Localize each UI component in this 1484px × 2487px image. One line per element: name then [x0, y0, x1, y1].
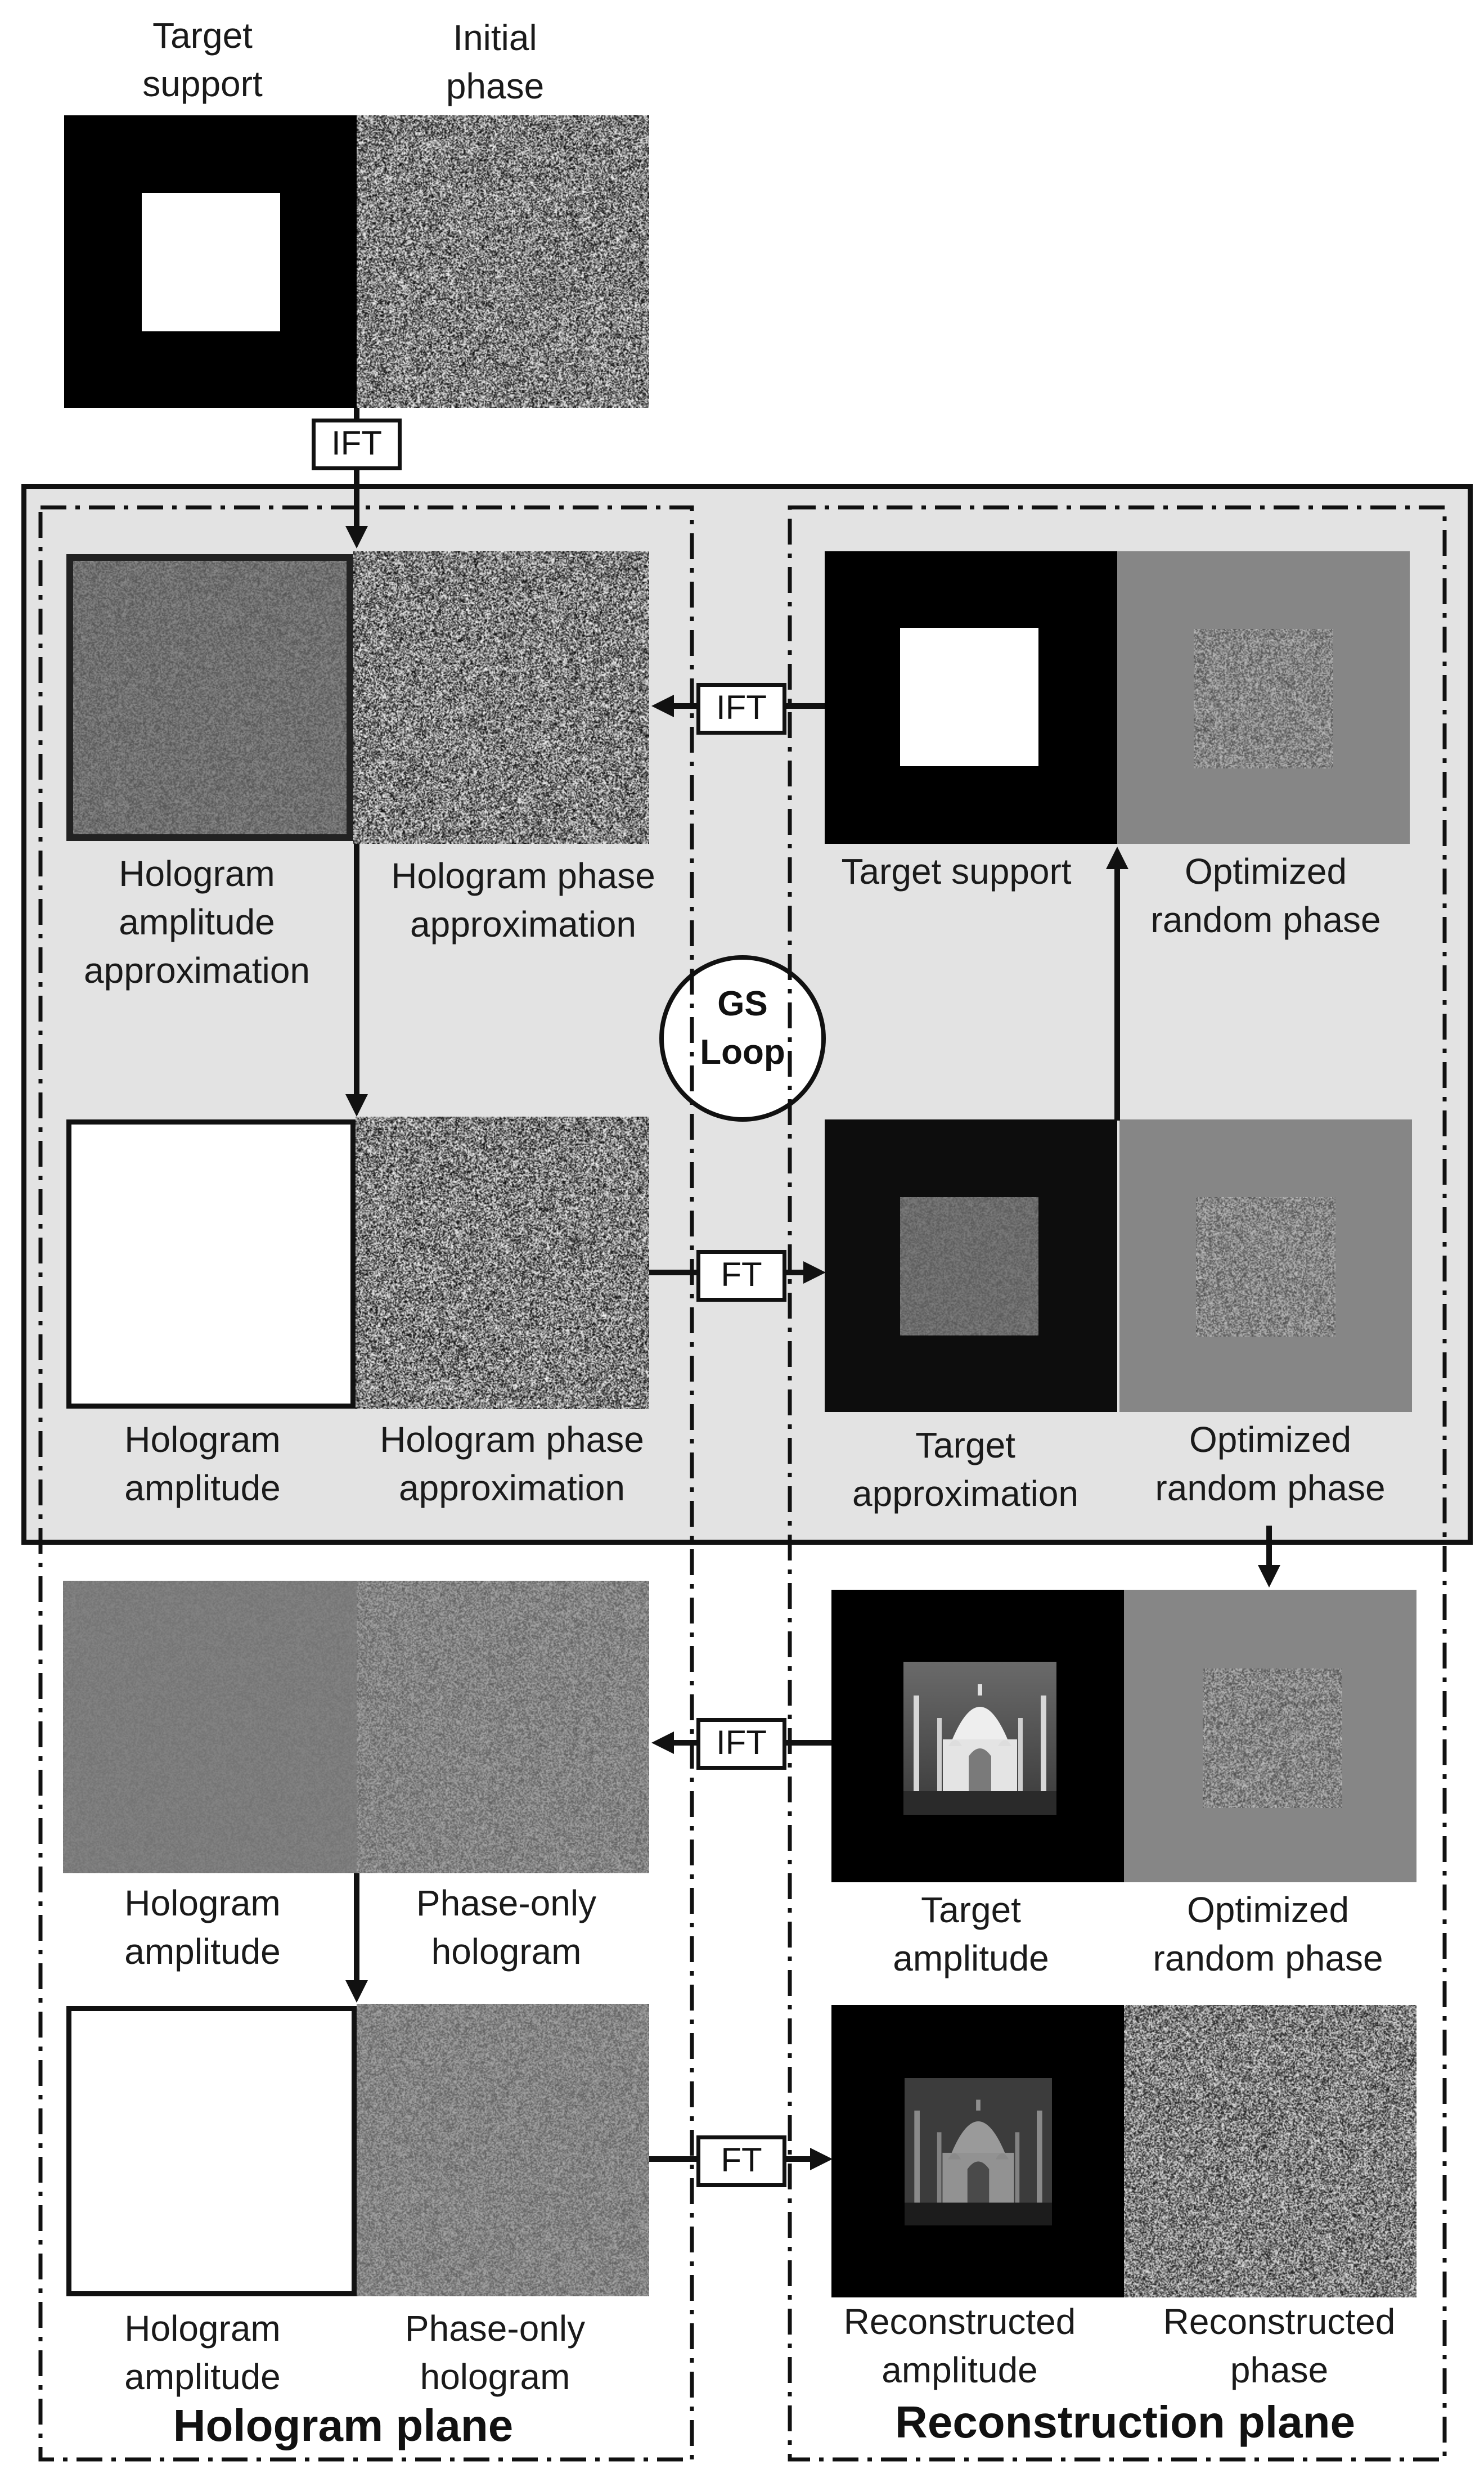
ft-box-row2: FT	[696, 1250, 786, 1302]
ift-box-row3: IFT	[696, 1718, 786, 1770]
ft-box-row4: FT	[696, 2135, 786, 2187]
ift-box-top: IFT	[312, 419, 402, 470]
hologram-plane-border	[41, 507, 692, 2459]
ift-box-row1: IFT	[696, 683, 786, 735]
reconstruction-plane-border	[790, 507, 1445, 2459]
